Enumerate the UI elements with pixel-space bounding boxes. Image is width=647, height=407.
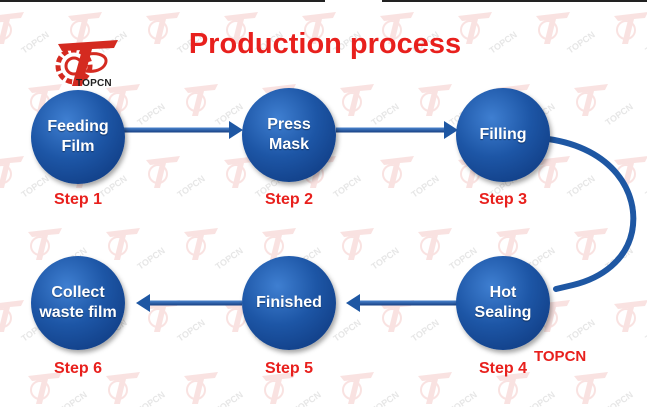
arrow-step1-to-step2 (123, 121, 243, 139)
step-6-label: Collect waste film (39, 284, 117, 321)
step-5-circle: Finished (242, 256, 336, 350)
page-title: Production process (188, 28, 462, 60)
step-5-caption: Step 5 (264, 360, 313, 377)
logo-text: TOPCN (76, 78, 112, 89)
step-3-circle: Filling (456, 88, 550, 182)
step-6-caption: Step 6 (53, 360, 102, 377)
step-3-caption: Step 3 (478, 191, 527, 208)
step-4-label: Hot Sealing (474, 284, 532, 321)
step-1-circle: Feeding Film (31, 90, 125, 184)
step-5-label: Finished (256, 294, 322, 311)
step-1-caption: Step 1 (53, 191, 102, 208)
step-2-caption: Step 2 (264, 191, 313, 208)
brand-label: TOPCN (534, 348, 587, 365)
step-3-label: Filling (479, 126, 527, 143)
arrow-step3-to-step4 (545, 136, 637, 292)
arrow-step2-to-step3 (336, 121, 458, 139)
step-4-circle: Hot Sealing (456, 256, 550, 350)
step-2-label: Press Mask (267, 116, 311, 153)
arrow-step5-to-step6 (136, 294, 242, 312)
top-border-right (382, 0, 647, 2)
step-2-circle: Press Mask (242, 88, 336, 182)
topcn-logo-icon (55, 40, 118, 86)
watermark-mark: TOPCN (340, 372, 401, 407)
arrow-step4-to-step5 (346, 294, 462, 312)
step-1-label: Feeding Film (47, 118, 109, 155)
step-4-caption: Step 4 (478, 360, 527, 377)
step-6-circle: Collect waste film (31, 256, 125, 350)
top-border-left (0, 0, 325, 2)
